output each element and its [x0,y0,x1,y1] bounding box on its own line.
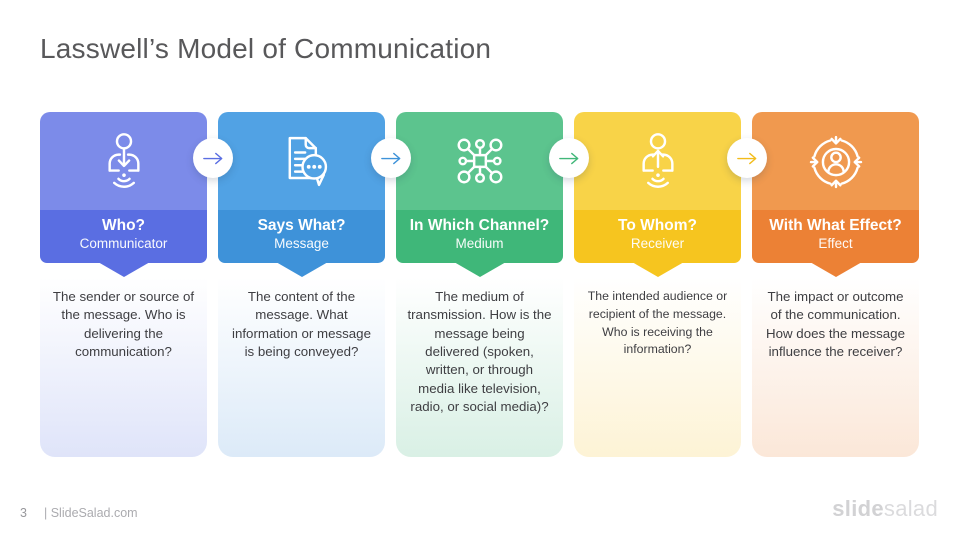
page-number: 3 [20,506,27,520]
title-band: With What Effect? Effect [752,210,919,263]
question-label: Who? [101,217,146,234]
footer-site-text: | SlideSalad.com [44,506,138,520]
description-text: The medium of transmission. How is the m… [407,289,552,415]
title-band: Who? Communicator [40,210,207,263]
logo-light-part: salad [883,496,938,521]
flow-arrow-2 [370,138,411,178]
description-text: The content of the message. What informa… [232,289,371,360]
description-text: The intended audience or recipient of th… [587,289,728,357]
question-label: With What Effect? [769,217,902,234]
description-text: The sender or source of the message. Who… [52,289,195,360]
columns-row: Who? Communicator The sender or source o… [40,112,919,457]
icon-area [40,112,207,210]
right-arrow-icon [380,152,400,164]
icon-area [396,112,563,210]
right-arrow-icon [202,152,222,164]
description-card: The intended audience or recipient of th… [574,266,741,457]
flow-arrow-4 [726,138,767,178]
person-broadcast-down-icon [107,133,140,188]
pointer-tail [453,262,506,277]
role-label: Message [274,236,329,252]
right-arrow-icon [736,152,756,164]
column-medium: In Which Channel? Medium The medium of t… [396,112,563,457]
column-header: Who? Communicator [40,112,207,277]
logo-bold-part: slide [832,496,884,521]
icon-area [574,112,741,210]
person-target-arrows-icon [809,135,862,189]
description-card: The medium of transmission. How is the m… [396,266,563,457]
column-receiver: To Whom? Receiver The intended audience … [574,112,741,457]
description-card: The sender or source of the message. Who… [40,266,207,457]
network-hub-icon [457,138,502,184]
title-band: Says What? Message [218,210,385,263]
role-label: Effect [818,236,853,252]
question-label: Says What? [257,217,346,234]
question-label: In Which Channel? [409,217,550,234]
title-band: In Which Channel? Medium [396,210,563,263]
pointer-tail [631,262,684,277]
pointer-tail [809,262,862,277]
column-communicator: Who? Communicator The sender or source o… [40,112,207,457]
column-header: With What Effect? Effect [752,112,919,277]
column-header: Says What? Message [218,112,385,277]
role-label: Receiver [630,236,685,252]
icon-area [218,112,385,210]
title-band: To Whom? Receiver [574,210,741,263]
pointer-tail [275,262,328,277]
pointer-tail [97,262,150,277]
column-header: To Whom? Receiver [574,112,741,277]
role-label: Medium [455,236,504,252]
person-receive-up-icon [641,133,674,188]
role-label: Communicator [79,236,168,252]
column-effect: With What Effect? Effect The impact or o… [752,112,919,457]
flow-arrow-1 [192,138,233,178]
column-message: Says What? Message The content of the me… [218,112,385,457]
column-header: In Which Channel? Medium [396,112,563,277]
page-title: Lasswell’s Model of Communication [40,33,492,64]
description-card: The impact or outcome of the communicati… [752,266,919,457]
right-arrow-icon [558,152,578,164]
description-text: The impact or outcome of the communicati… [766,289,905,360]
description-card: The content of the message. What informa… [218,266,385,457]
icon-area [752,112,919,210]
slidesalad-logo: slidesalad [832,496,938,522]
flow-arrow-3 [548,138,589,178]
document-chat-icon [288,136,327,187]
question-label: To Whom? [618,217,697,234]
